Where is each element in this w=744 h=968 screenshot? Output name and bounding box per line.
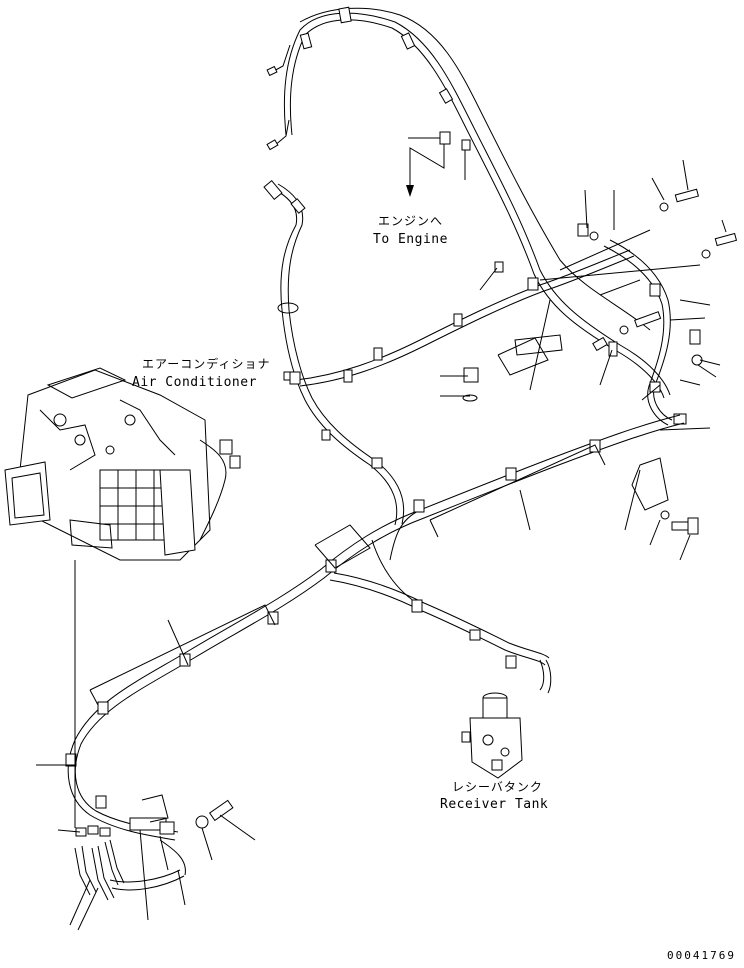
to-engine-arrow <box>406 131 451 197</box>
top-hose-ends <box>266 6 454 151</box>
right-bracket-hardware <box>461 139 738 535</box>
right-descending-hose <box>603 239 687 426</box>
drawing-number: 00041769 <box>667 949 736 962</box>
engine-label-jp: エンジンへ <box>378 214 444 228</box>
left-vertical-hose <box>263 179 405 526</box>
receiver-branch-hose <box>329 539 552 694</box>
aircon-label-jp: エアーコンディショナ <box>142 357 271 371</box>
receiver-label-jp: レシーバタンク <box>452 780 543 794</box>
aircon-label-en: Air Conditioner <box>132 375 257 390</box>
engine-label-en: To Engine <box>373 232 448 247</box>
receiver-label-en: Receiver Tank <box>440 797 549 812</box>
receiver-tank <box>461 692 523 779</box>
middle-diagonal-harness <box>289 249 635 387</box>
leader-lines <box>36 150 727 931</box>
callout-brackets <box>89 337 606 823</box>
air-conditioner-unit <box>4 367 241 561</box>
upper-hose-loop <box>283 7 671 399</box>
lower-left-fittings <box>74 799 234 901</box>
